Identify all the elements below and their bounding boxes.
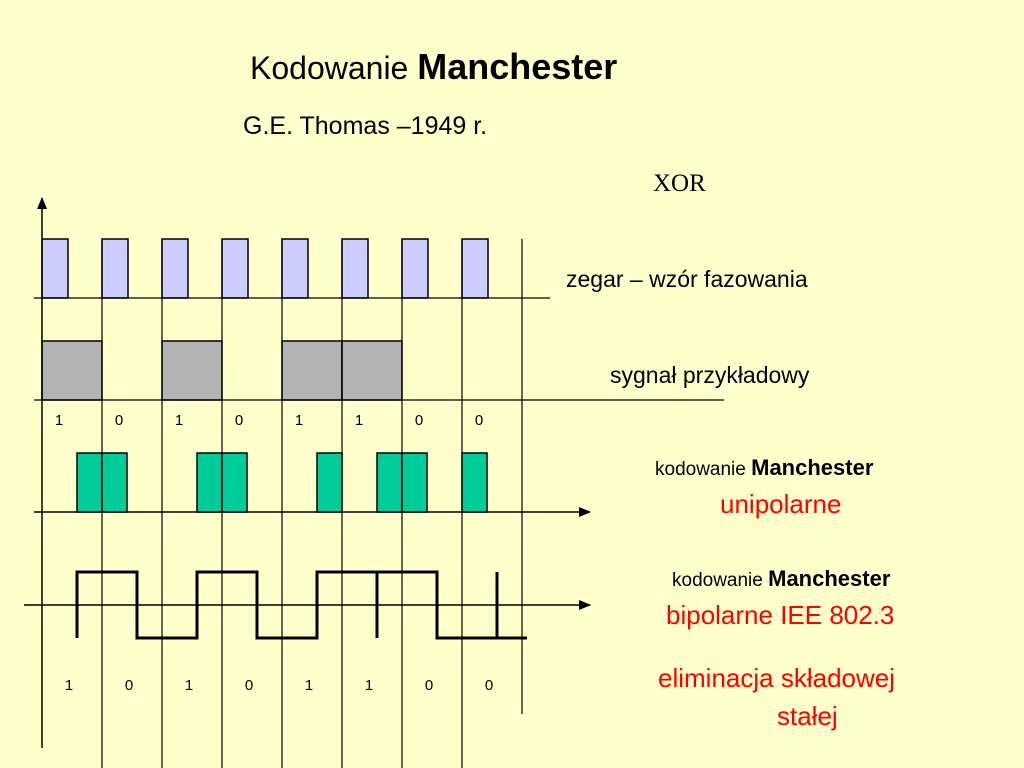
clock-pulse-0 [41, 238, 69, 299]
unipolar-pulse-2 [196, 452, 223, 513]
unipolar-pulse-1 [101, 452, 128, 513]
bit-label-4: 1 [305, 677, 313, 694]
unipolar-pulse-7 [461, 452, 488, 513]
bit-label-6: 0 [425, 677, 433, 694]
bipolar-label: kodowanie Manchester [672, 566, 890, 592]
clock-pulse-1 [101, 238, 129, 299]
bit-label-0: 1 [65, 677, 73, 694]
bipolar-variant: bipolarne IEE 802.3 [666, 600, 895, 630]
signal-block-2 [161, 340, 223, 401]
bit-label-0: 1 [55, 412, 63, 429]
clock-pulse-3 [221, 238, 249, 299]
title-bold: Manchester [417, 46, 618, 87]
unipolar-pulse-3 [221, 452, 248, 513]
clock-pulse-4 [281, 238, 309, 299]
bit-label-2: 1 [175, 412, 183, 429]
bipolar-label-bold: Manchester [768, 566, 891, 591]
unipolar-label-bold: Manchester [751, 455, 874, 480]
signal-block-0 [41, 340, 103, 401]
signal-block-4 [281, 340, 343, 401]
timing-grid [24, 197, 724, 768]
clock-pulse-6 [401, 238, 429, 299]
note-line-2: stałej [777, 701, 838, 731]
bit-labels-bottom: 1 0 1 0 1 1 0 0 [65, 677, 493, 694]
bipolar-label-prefix: kodowanie [672, 570, 763, 591]
unipolar-pulse-0 [76, 452, 103, 513]
clock-label: zegar – wzór fazowania [566, 266, 808, 292]
bit-label-3: 0 [235, 412, 243, 429]
unipolar-pulse-4 [316, 452, 343, 513]
subtitle: G.E. Thomas –1949 r. [243, 112, 488, 140]
note-line-1: eliminacja składowej [658, 663, 895, 693]
bit-label-3: 0 [245, 677, 253, 694]
title-prefix: Kodowanie [250, 50, 409, 86]
bit-label-7: 0 [475, 412, 483, 429]
signal-block-5 [341, 340, 403, 401]
clock-pulse-5 [341, 238, 369, 299]
unipolar-variant: unipolarne [720, 489, 842, 519]
bit-label-4: 1 [295, 412, 303, 429]
clock-pulse-7 [461, 238, 489, 299]
bit-label-2: 1 [185, 677, 193, 694]
unipolar-label: kodowanie Manchester [655, 455, 873, 481]
unipolar-label-prefix: kodowanie [655, 459, 746, 480]
bit-label-7: 0 [485, 677, 493, 694]
bit-label-6: 0 [415, 412, 423, 429]
bit-label-1: 0 [125, 677, 133, 694]
example-signal-waveform [41, 340, 403, 401]
slide-title: Kodowanie Manchester [250, 46, 617, 88]
bit-label-5: 1 [365, 677, 373, 694]
signal-label: sygnał przykładowy [610, 362, 810, 388]
bit-labels-top: 1 0 1 0 1 1 0 0 [55, 412, 483, 429]
xor-label: XOR [653, 170, 706, 197]
clock-waveform [41, 238, 489, 299]
clock-pulse-2 [161, 238, 189, 299]
bit-label-1: 0 [115, 412, 123, 429]
unipolar-pulse-6 [401, 452, 428, 513]
bit-label-5: 1 [355, 412, 363, 429]
unipolar-pulse-5 [376, 452, 403, 513]
